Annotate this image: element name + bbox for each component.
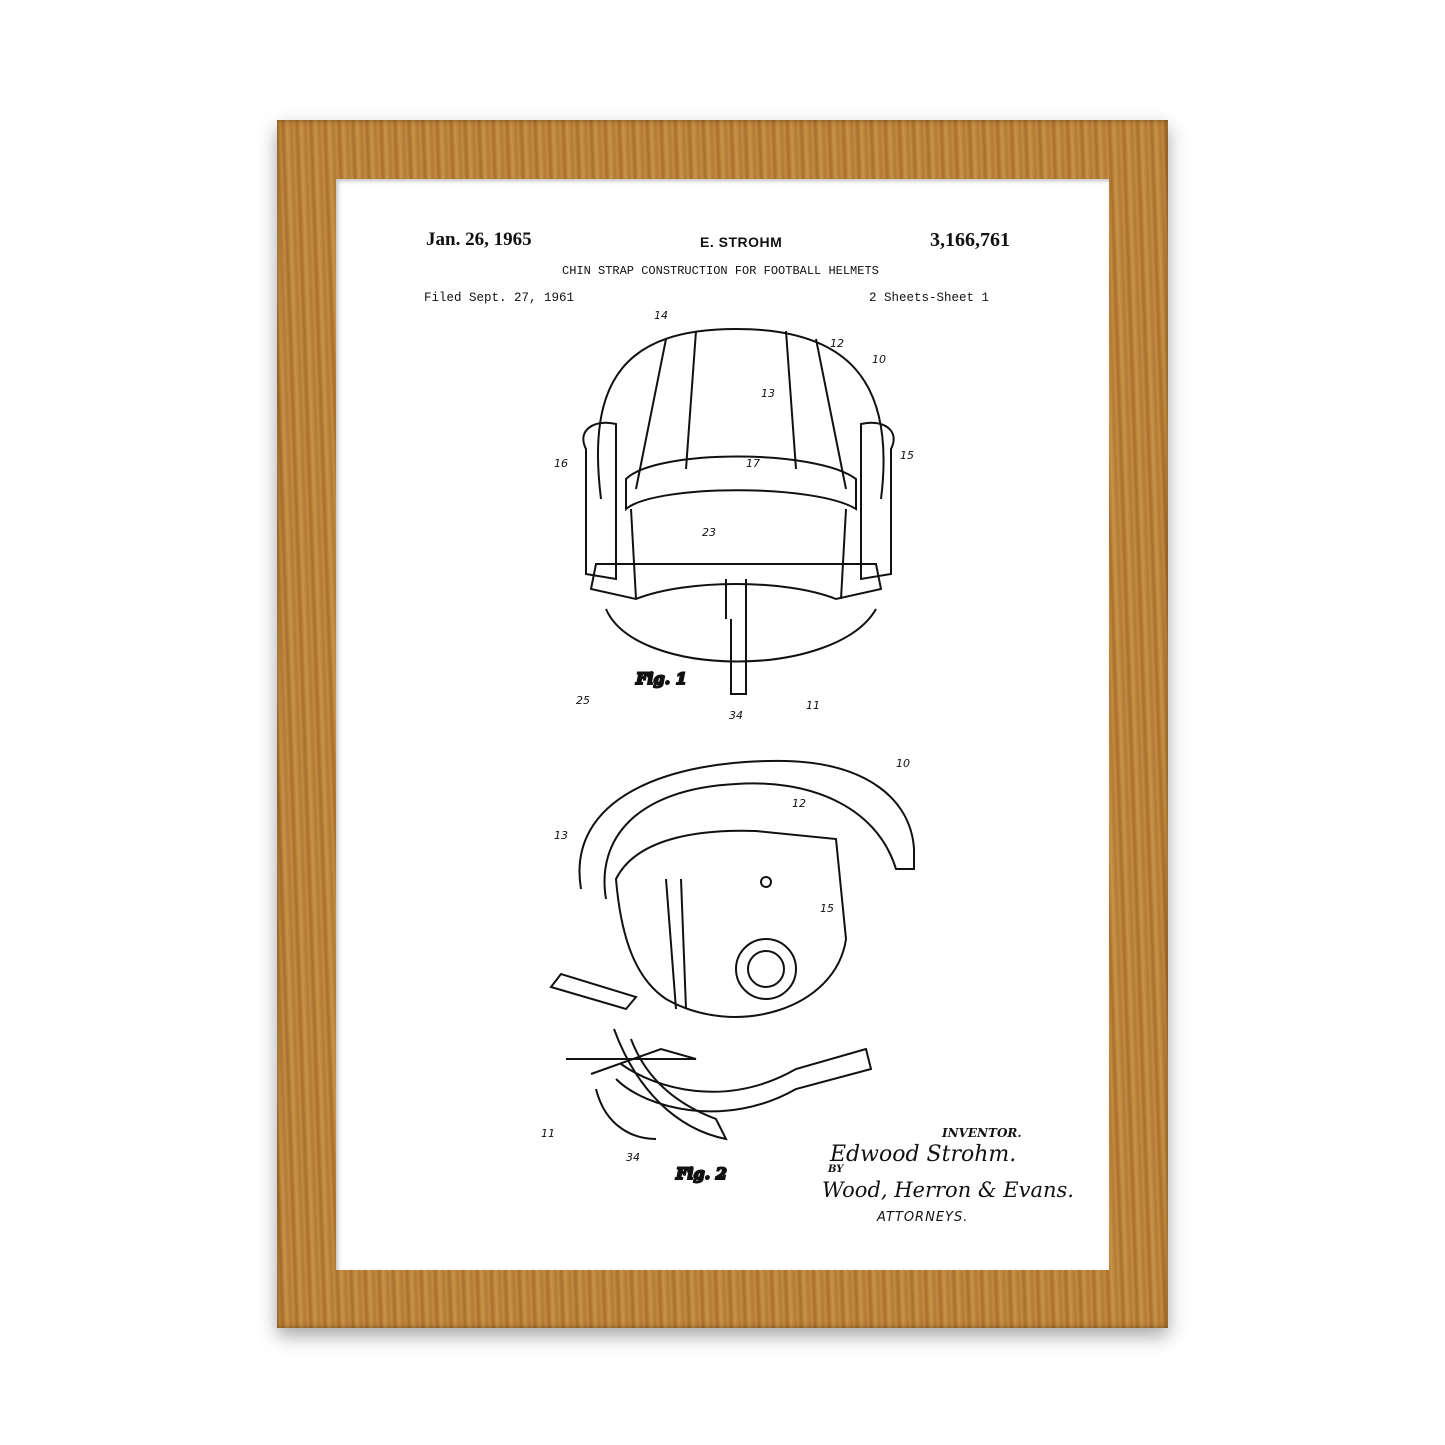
- fig1-caption: Fig. 1: [635, 669, 687, 688]
- ref-label: 15: [900, 449, 914, 462]
- inventor-label: INVENTOR.: [942, 1126, 1022, 1140]
- ref-label: 12: [792, 797, 806, 810]
- inventor-signature: Edwood Strohm.: [830, 1142, 1017, 1167]
- ref-label: 25: [576, 694, 590, 707]
- ref-label: 34: [729, 709, 743, 722]
- ref-label: 23: [702, 526, 716, 539]
- helmet-front-view: [582, 327, 895, 695]
- ref-label: 16: [554, 457, 568, 470]
- helmet-drawings: Fig. 1 Fig. 2 14 12 10 13 16 15 17 23 25…: [541, 309, 915, 1184]
- by-label: BY: [828, 1164, 844, 1175]
- fig2-caption: Fig. 2: [675, 1164, 727, 1183]
- patent-number: 3,166,761: [930, 229, 1010, 251]
- patent-title: CHIN STRAP CONSTRUCTION FOR FOOTBALL HEL…: [562, 264, 879, 278]
- helmet-side-view: [549, 759, 915, 1141]
- ref-label: 10: [896, 757, 910, 770]
- filed-date: Filed Sept. 27, 1961: [424, 291, 575, 305]
- ref-label: 15: [820, 902, 834, 915]
- attorneys-signature: Wood, Herron & Evans.: [822, 1178, 1074, 1202]
- ref-label: 14: [654, 309, 668, 322]
- ref-label: 11: [541, 1127, 555, 1140]
- ref-label: 11: [806, 699, 820, 712]
- ref-label: 10: [872, 353, 886, 366]
- ref-label: 34: [626, 1151, 640, 1164]
- ref-label: 12: [830, 337, 844, 350]
- patent-inventor: E. STROHM: [700, 234, 783, 250]
- ref-label: 13: [761, 387, 775, 400]
- patent-date: Jan. 26, 1965: [426, 229, 532, 250]
- print-mat: [336, 179, 1109, 1270]
- sheet-count: 2 Sheets-Sheet 1: [869, 291, 990, 305]
- attorneys-label: ATTORNEYS.: [877, 1210, 969, 1225]
- ref-label: 13: [554, 829, 568, 842]
- ref-label: 17: [746, 457, 760, 470]
